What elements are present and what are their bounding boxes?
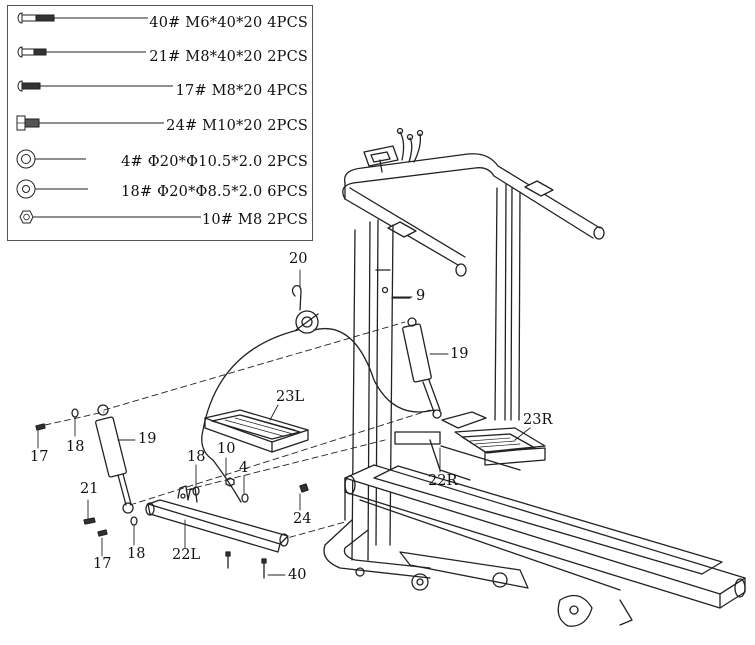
washer-icon <box>16 149 86 169</box>
part-label: 21# M8*40*20 2PCS <box>149 49 308 65</box>
base-frame <box>323 519 529 591</box>
part-label: 17# M8*20 4PCS <box>175 83 308 99</box>
pulley <box>201 284 435 503</box>
callout-4: 4 <box>239 460 249 476</box>
part-row: 24# M10*20 2PCS <box>8 115 314 139</box>
part-label: 24# M10*20 2PCS <box>166 118 308 134</box>
part-row: 4# Φ20*Φ10.5*2.0 2PCS <box>8 151 314 175</box>
callout-20: 20 <box>289 251 308 267</box>
hex-nut-icon <box>19 210 201 224</box>
left-shock-absorber <box>95 404 134 514</box>
part-row: 10# M8 2PCS <box>8 209 314 233</box>
part-row: 21# M8*40*20 2PCS <box>8 46 314 70</box>
hardware-pieces <box>35 408 309 579</box>
callout-22l: 22L <box>172 547 201 563</box>
upright-posts <box>351 183 521 561</box>
part-row: 17# M8*20 4PCS <box>8 80 314 104</box>
bolt-icon <box>17 46 146 58</box>
hex-bolt-icon <box>16 115 164 131</box>
parts-icons <box>16 12 201 224</box>
callout-17-bottom: 17 <box>93 556 112 572</box>
callout-9: 9 <box>416 288 426 304</box>
right-shock-absorber <box>402 317 442 419</box>
callout-17-top: 17 <box>30 449 49 465</box>
callout-40: 40 <box>288 567 307 583</box>
console <box>363 127 424 173</box>
treadmill-deck <box>344 464 746 627</box>
washer-icon <box>16 179 88 199</box>
callout-23r: 23R <box>523 412 553 428</box>
callout-18-top: 18 <box>66 439 85 455</box>
leader-lines <box>37 269 531 576</box>
callout-19-right: 19 <box>450 346 469 362</box>
callout-23l: 23L <box>276 389 305 405</box>
callout-21: 21 <box>80 481 99 497</box>
part-label: 18# Φ20*Φ8.5*2.0 6PCS <box>121 184 308 200</box>
left-lever-arm <box>145 485 289 553</box>
left-pedal <box>204 409 309 453</box>
part-label: 10# M8 2PCS <box>201 212 308 228</box>
callout-10: 10 <box>217 441 236 457</box>
bolt-icon <box>17 80 173 92</box>
part-row: 40# M6*40*20 4PCS <box>8 12 314 36</box>
parts-list-box: 40# M6*40*20 4PCS 21# M8*40*20 2PCS 17# … <box>7 5 313 241</box>
callout-18-mid: 18 <box>187 449 206 465</box>
callout-19-left: 19 <box>138 431 157 447</box>
long-bolt-icon <box>17 12 148 24</box>
handlebar-frame <box>342 153 605 277</box>
callout-22r: 22R <box>428 473 458 489</box>
part-label: 4# Φ20*Φ10.5*2.0 2PCS <box>121 154 308 170</box>
callout-18-bottom: 18 <box>127 546 146 562</box>
callout-24: 24 <box>293 511 312 527</box>
part-row: 18# Φ20*Φ8.5*2.0 6PCS <box>8 181 314 205</box>
part-label: 40# M6*40*20 4PCS <box>149 15 308 31</box>
